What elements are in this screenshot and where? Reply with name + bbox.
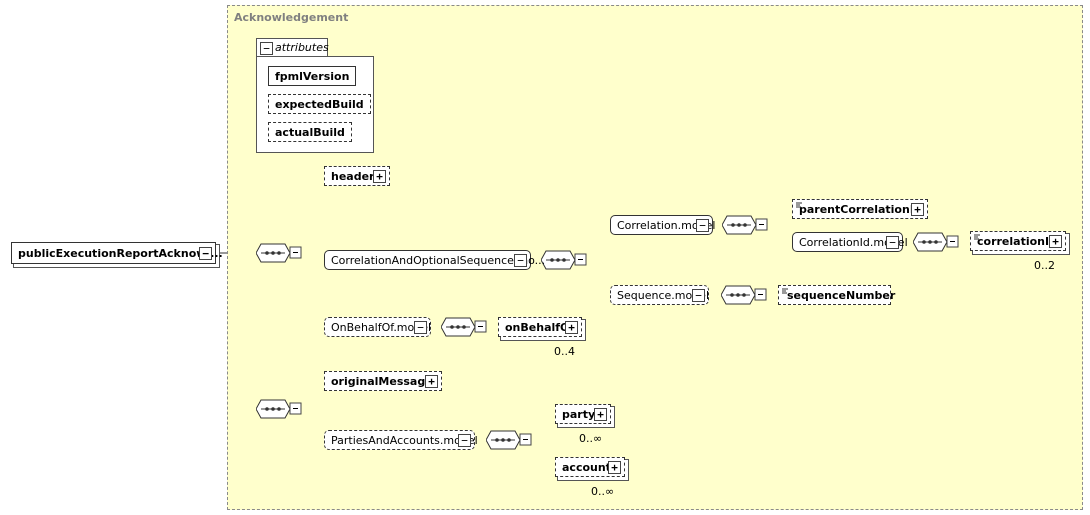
attribute-actual-build[interactable]: actualBuild: [268, 122, 352, 142]
sequence-icon: [540, 250, 587, 270]
collapse-icon[interactable]: −: [458, 434, 471, 447]
element-party[interactable]: party +: [555, 404, 611, 424]
sequence-compositor-7[interactable]: [440, 317, 487, 340]
sequence-compositor-8[interactable]: [485, 430, 532, 453]
attribute-expected-build[interactable]: expectedBuild: [268, 94, 371, 114]
sequence-icon: [440, 317, 487, 337]
element-label: sequenceNumber: [787, 288, 896, 302]
attribute-fpml-version[interactable]: fpmlVersion: [268, 66, 357, 86]
root-element[interactable]: publicExecutionReportAcknowl... −: [11, 242, 223, 264]
attributes-label: attributes: [275, 41, 329, 54]
simple-content-icon: [782, 288, 788, 294]
collapse-icon[interactable]: −: [696, 219, 709, 232]
attribute-label: fpmlVersion: [275, 69, 350, 83]
element-label: correlationId: [977, 234, 1057, 248]
element-label: onBehalfOf: [505, 320, 575, 334]
element-label: parentCorrelationId: [799, 202, 922, 216]
sequence-icon: [255, 399, 302, 419]
sequence-compositor-1[interactable]: [255, 243, 302, 266]
element-on-behalf-of[interactable]: onBehalfOf +: [498, 317, 582, 337]
cardinality-label: 0..2: [1034, 259, 1055, 272]
expand-icon[interactable]: +: [1049, 235, 1062, 248]
element-label: party: [562, 407, 596, 421]
sequence-compositor-6[interactable]: [720, 285, 767, 308]
root-element-label: publicExecutionReportAcknowl...: [18, 246, 223, 260]
cardinality-label: 0..∞: [579, 432, 603, 445]
attribute-label: expectedBuild: [275, 97, 364, 111]
group-label: OnBehalfOf.model: [331, 320, 432, 334]
element-label: header: [331, 169, 375, 183]
collapse-icon[interactable]: −: [414, 321, 427, 334]
element-parent-correlation-id[interactable]: parentCorrelationId +: [792, 199, 928, 219]
element-sequence-number[interactable]: sequenceNumber: [778, 285, 895, 305]
attribute-label: actualBuild: [275, 125, 345, 139]
sequence-compositor-3[interactable]: [540, 250, 587, 273]
collapse-icon[interactable]: −: [514, 254, 527, 267]
simple-content-icon: [796, 202, 802, 208]
sequence-compositor-2[interactable]: [255, 399, 302, 422]
sequence-icon: [912, 232, 959, 252]
group-correlation-id-model[interactable]: CorrelationId.model −: [792, 232, 908, 252]
sequence-compositor-5[interactable]: [912, 232, 959, 255]
element-account[interactable]: account +: [555, 457, 625, 477]
element-original-message[interactable]: originalMessage +: [324, 371, 442, 391]
cardinality-label: 0..4: [554, 345, 575, 358]
group-label: Correlation.model: [617, 218, 716, 232]
group-label: CorrelationAndOptionalSequence.mo...: [331, 253, 546, 267]
group-sequence-model[interactable]: Sequence.model −: [610, 285, 709, 305]
attributes-tab: − attributes: [256, 38, 329, 57]
collapse-icon[interactable]: −: [886, 236, 899, 249]
group-label: Sequence.model: [617, 288, 710, 302]
collapse-icon[interactable]: −: [692, 289, 705, 302]
sequence-icon: [485, 430, 532, 450]
sequence-icon: [721, 215, 768, 235]
group-label: PartiesAndAccounts.model: [331, 433, 478, 447]
group-parties-and-accounts-model[interactable]: PartiesAndAccounts.model −: [324, 430, 478, 450]
collapse-icon[interactable]: −: [260, 42, 273, 55]
collapse-icon[interactable]: −: [199, 247, 212, 260]
expand-icon[interactable]: +: [911, 203, 924, 216]
expand-icon[interactable]: +: [565, 321, 578, 334]
group-title: Acknowledgement: [234, 11, 349, 24]
expand-icon[interactable]: +: [608, 461, 621, 474]
element-correlation-id[interactable]: correlationId +: [970, 231, 1066, 251]
expand-icon[interactable]: +: [373, 170, 386, 183]
expand-icon[interactable]: +: [594, 408, 607, 421]
cardinality-label: 0..∞: [591, 485, 615, 498]
simple-content-icon: [974, 234, 980, 240]
sequence-icon: [255, 243, 302, 263]
sequence-icon: [720, 285, 767, 305]
element-label: account: [562, 460, 611, 474]
element-label: originalMessage: [331, 374, 433, 388]
group-correlation-and-optional-sequence[interactable]: CorrelationAndOptionalSequence.mo... −: [324, 250, 545, 270]
element-header[interactable]: header +: [324, 166, 390, 186]
expand-icon[interactable]: +: [425, 375, 438, 388]
group-correlation-model[interactable]: Correlation.model −: [610, 215, 716, 235]
sequence-compositor-4[interactable]: [721, 215, 768, 238]
group-label: CorrelationId.model: [799, 235, 908, 249]
group-on-behalf-of-model[interactable]: OnBehalfOf.model −: [324, 317, 431, 337]
